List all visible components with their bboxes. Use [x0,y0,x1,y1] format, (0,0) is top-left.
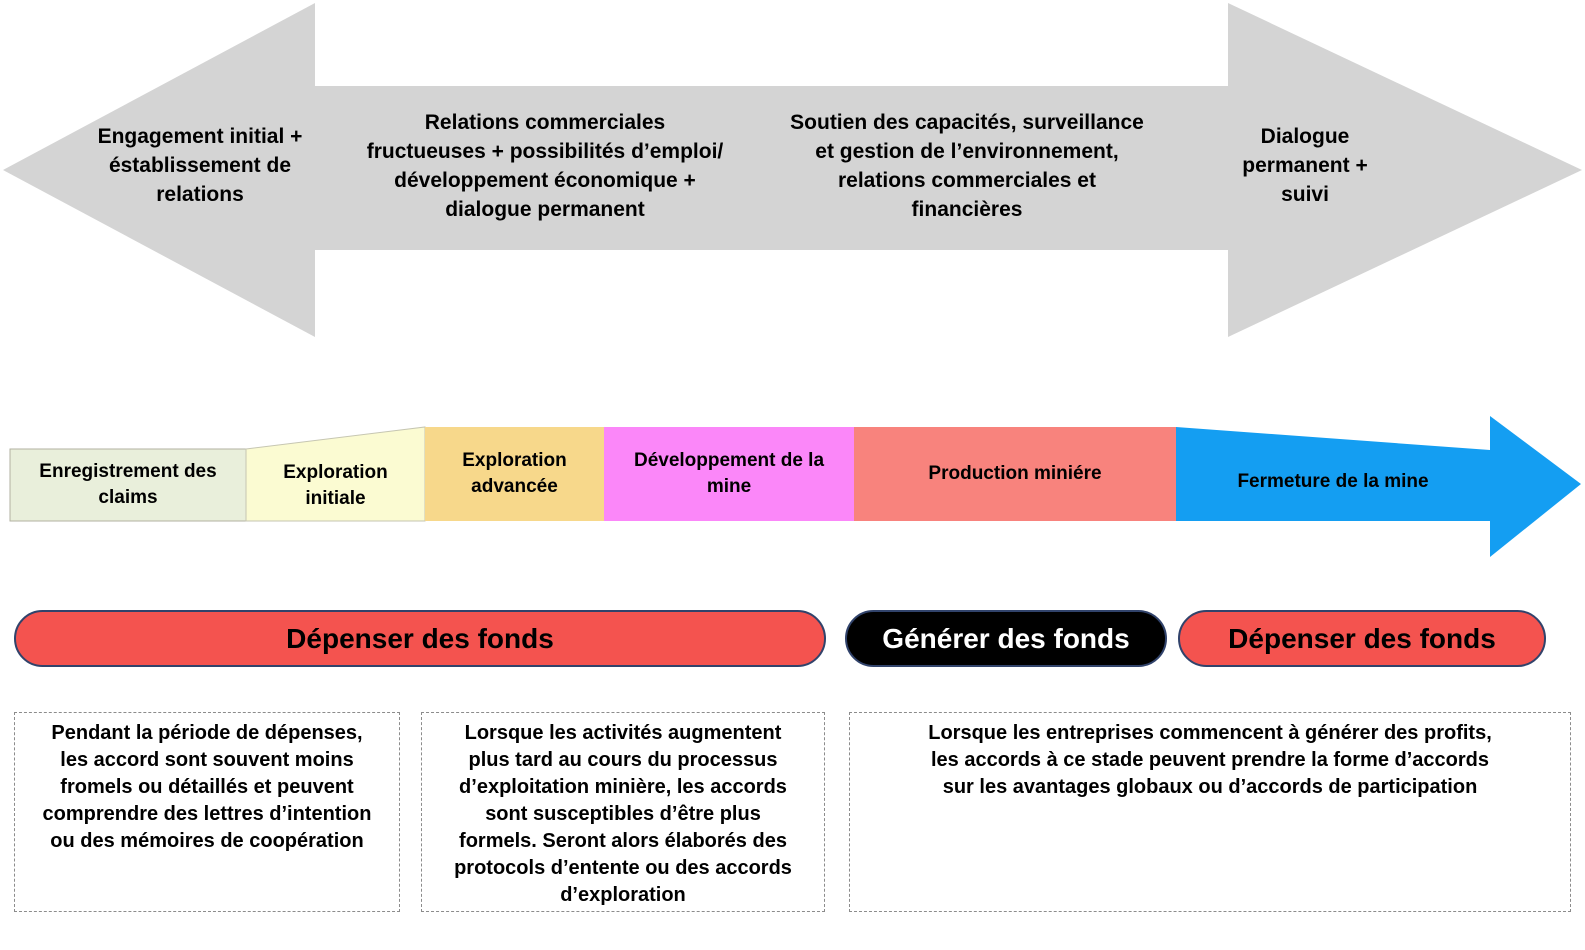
band-segment-exploration-advancee-shape [425,427,604,521]
band-label-production-miniere: Production miniére [928,463,1102,484]
arrow-label-soutien-capacites: Soutien des capacités, surveillance et g… [790,111,1144,221]
pill-depenser-des-fonds-1: Dépenser des fonds [14,610,826,667]
band-label-exploration-initiale: Exploration initiale [283,462,388,509]
band-label-fermeture-mine: Fermeture de la mine [1237,471,1429,492]
note-box-periode-depenses: Pendant la période de dépenses, les acco… [14,712,400,912]
note-box-generer-profits: Lorsque les entreprises commencent à gén… [849,712,1571,912]
arrow-label-engagement: Engagement initial + éstablissement de r… [97,124,303,206]
band-label-enregistrement-claims: Enregistrement des claims [39,461,217,508]
double-headed-arrow-shape [3,3,1582,337]
pill-generer-des-fonds: Générer des fonds [845,610,1167,667]
band-label-developpement-mine: Développement de la mine [633,450,825,497]
arrow-label-dialogue-permanent: Dialogue permanent + suivi [1242,124,1368,206]
pill-depenser-des-fonds-2: Dépenser des fonds [1178,610,1546,667]
arrow-label-relations-commerciales: Relations commerciales fructueuses + pos… [366,111,724,221]
band-segment-developpement-shape [604,427,854,521]
band-label-exploration-advancee: Exploration advancée [462,450,567,497]
band-segment-fermeture-arrow-shape [1176,416,1581,557]
band-segment-production-shape [854,427,1176,521]
note-box-activites-augmentent: Lorsque les activités augmentent plus ta… [421,712,825,912]
